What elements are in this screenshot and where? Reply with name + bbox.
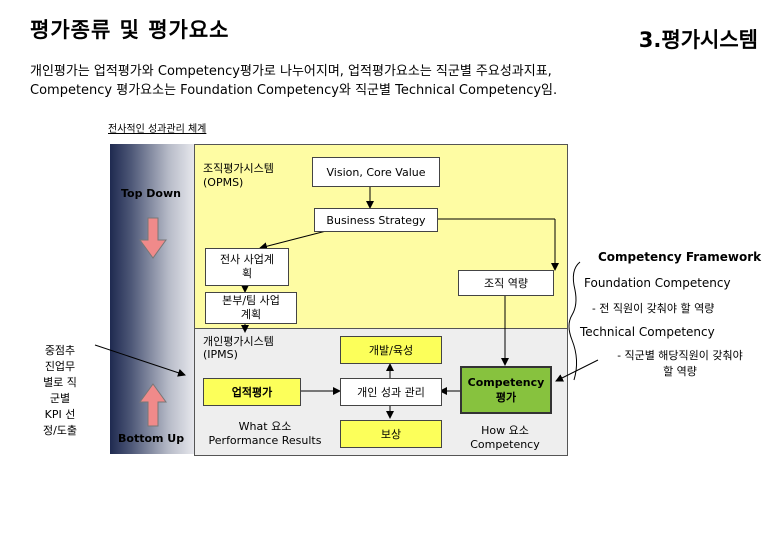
bottom-up-arrow-icon: [139, 383, 167, 427]
top-down-arrow-icon: [139, 217, 167, 259]
performance-eval-box: 업적평가: [203, 378, 301, 406]
foundation-competency-label: Foundation Competency: [584, 276, 731, 290]
technical-competency-label: Technical Competency: [580, 325, 715, 339]
kpi-side-label: 중점추 진업무 별로 직 군별 KPI 선 정/도출: [42, 344, 78, 437]
vision-box: Vision, Core Value: [312, 157, 440, 187]
ipms-label: (IPMS): [203, 348, 238, 361]
personal-eval-system-label: 개인평가시스템: [203, 335, 274, 348]
kpi-arrow: [94, 344, 186, 377]
business-strategy-box: Business Strategy: [314, 208, 438, 232]
description: 개인평가는 업적평가와 Competency평가로 나누어지며, 업적평가요소는…: [30, 62, 770, 100]
section-title: 3.평가시스템: [638, 28, 758, 52]
page-title: 평가종류 및 평가요소: [30, 18, 230, 42]
framework-bracket: [568, 261, 581, 381]
company-plan-box: 전사 사업계 획: [205, 248, 289, 286]
what-elements-label: What 요소 Performance Results: [208, 420, 322, 447]
description-line-1: 개인평가는 업적평가와 Competency평가로 나누어지며, 업적평가요소는…: [30, 64, 552, 79]
foundation-competency-desc: - 전 직원이 갖춰야 할 역량: [592, 302, 715, 315]
how-elements-label: How 요소 Competency: [470, 424, 540, 451]
org-capability-box: 조직 역량: [458, 270, 554, 296]
division-plan-box: 본부/팀 사업 계획: [205, 292, 297, 324]
development-box: 개발/육성: [340, 336, 442, 364]
compensation-box: 보상: [340, 420, 442, 448]
description-line-2: Competency 평가요소는 Foundation Competency와 …: [30, 83, 558, 98]
bottom-up-label: Bottom Up: [118, 432, 185, 445]
org-eval-system-label: 조직평가시스템: [203, 162, 274, 175]
competency-eval-box: Competency 평가: [460, 366, 552, 414]
technical-competency-desc: - 직군별 해당직원이 갖춰야 할 역량: [617, 349, 743, 378]
competency-framework-title: Competency Framework: [598, 250, 762, 264]
framework-label: 전사적인 성과관리 체계: [108, 124, 207, 135]
personal-perf-mgmt-box: 개인 성과 관리: [340, 378, 442, 406]
top-down-label: Top Down: [121, 187, 181, 200]
opms-label: (OPMS): [203, 176, 244, 189]
